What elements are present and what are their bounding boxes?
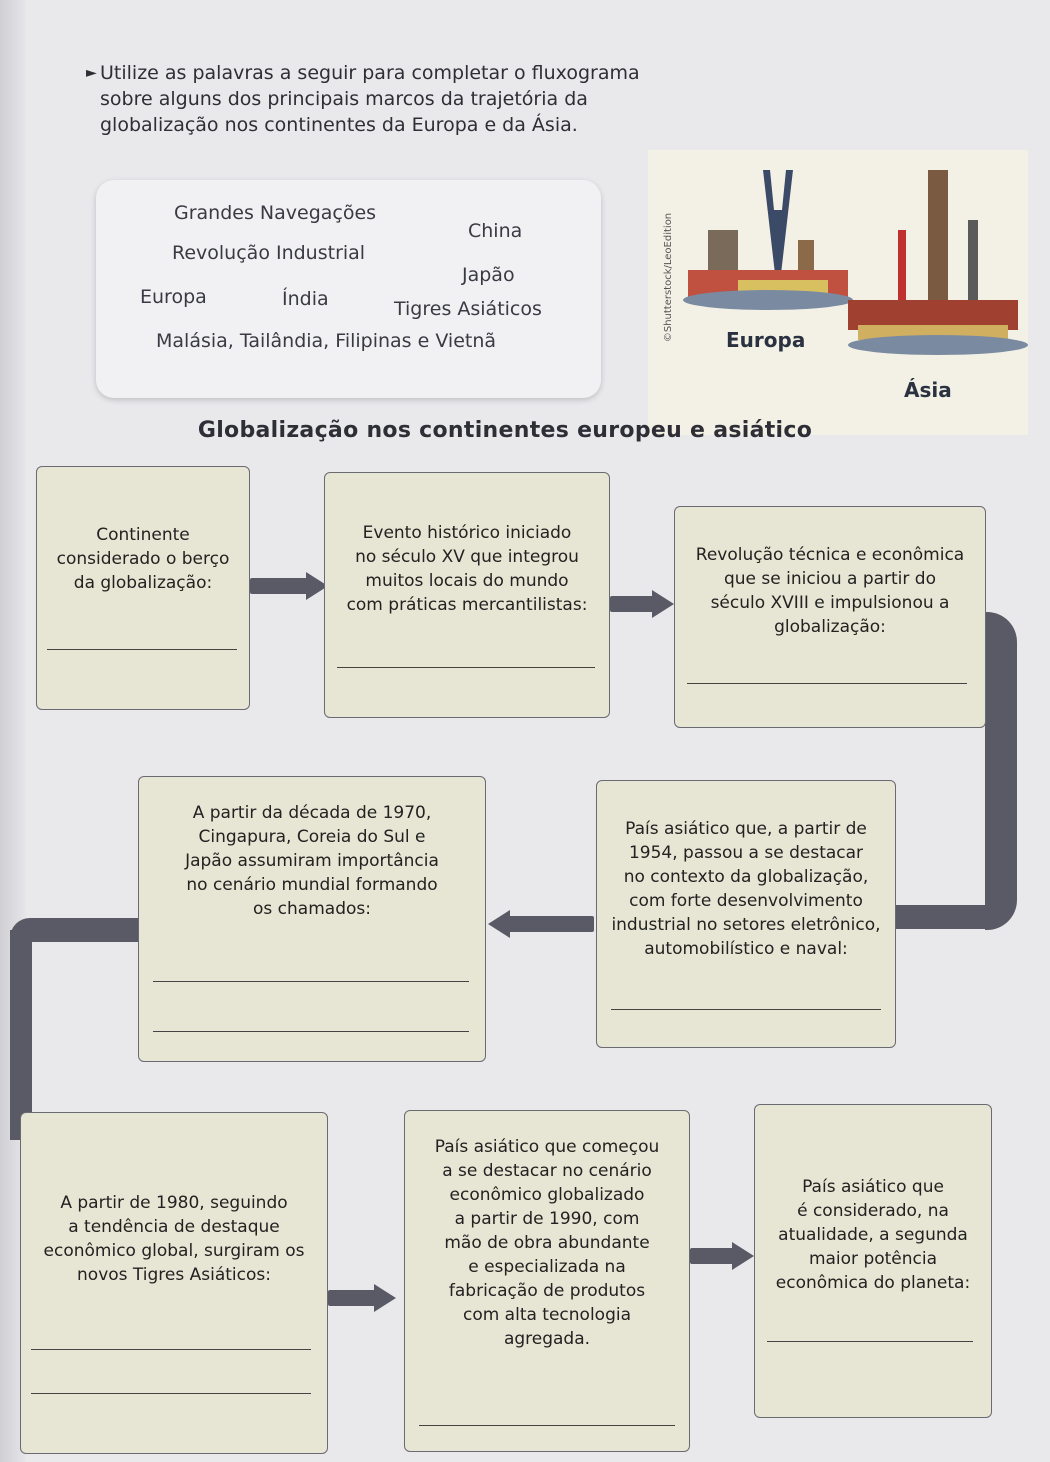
bullet-icon: ►	[86, 65, 97, 81]
flowchart-title: Globalização nos continentes europeu e a…	[197, 418, 813, 443]
europe-label: Europa	[726, 328, 806, 352]
flow-box-europa: Continente considerado o berço da global…	[36, 466, 250, 710]
word-malasia-tailandia-filipinas-vietna: Malásia, Tailândia, Filipinas e Vietnã	[156, 330, 497, 352]
flow-box-tigres-asiaticos: A partir da década de 1970, Cingapura, C…	[138, 776, 486, 1062]
word-japao: Japão	[462, 264, 515, 286]
word-tigres-asiaticos: Tigres Asiáticos	[394, 298, 542, 320]
box4-text: País asiático que, a partir de 1954, pas…	[611, 819, 881, 959]
flow-box-india: País asiático que começou a se destacar …	[404, 1110, 690, 1452]
box3-text: Revolução técnica e econômica que se ini…	[695, 545, 965, 637]
arrow-head	[374, 1284, 396, 1312]
word-revolucao-industrial: Revolução Industrial	[172, 242, 366, 264]
flow-box-grandes-navegacoes: Evento histórico iniciado no século XV q…	[324, 472, 610, 718]
landmarks-image	[648, 150, 1028, 435]
answer-blank[interactable]	[31, 1349, 311, 1350]
asia-label: Ásia	[904, 378, 952, 402]
connector-right	[985, 612, 1017, 930]
arrow-right	[690, 1248, 736, 1264]
answer-blank[interactable]	[31, 1393, 311, 1394]
box2-text: Evento histórico iniciado no século XV q…	[346, 523, 588, 615]
connector-left	[10, 930, 32, 1140]
answer-blank[interactable]	[687, 683, 967, 684]
arrow-right	[328, 1290, 378, 1306]
instructions-text: Utilize as palavras a seguir para comple…	[100, 62, 640, 136]
answer-blank[interactable]	[153, 1031, 469, 1032]
arrow-head	[732, 1242, 754, 1270]
image-credit: ©Shutterstock/LeoEdition	[663, 212, 675, 343]
flow-box-japao: País asiático que, a partir de 1954, pas…	[596, 780, 896, 1048]
connector-right-bottom	[896, 905, 1006, 929]
answer-blank[interactable]	[337, 667, 595, 668]
answer-blank[interactable]	[611, 1009, 881, 1010]
arrow-head	[652, 590, 674, 618]
box8-text: País asiático que é considerado, na atua…	[775, 1177, 971, 1293]
word-india: Índia	[282, 288, 329, 310]
word-europa: Europa	[140, 286, 207, 308]
answer-blank[interactable]	[47, 649, 237, 650]
flow-box-novos-tigres: A partir de 1980, seguindo a tendência d…	[20, 1112, 328, 1454]
arrow-head	[488, 910, 510, 938]
box1-text: Continente considerado o berço da global…	[56, 525, 230, 593]
box6-text: A partir de 1980, seguindo a tendência d…	[43, 1193, 305, 1285]
answer-blank[interactable]	[153, 981, 469, 982]
word-china: China	[468, 220, 523, 242]
arrow-left	[508, 916, 594, 932]
word-bank: Grandes Navegações China Revolução Indus…	[96, 180, 601, 398]
arrow-head	[306, 572, 328, 600]
box5-text: A partir da década de 1970, Cingapura, C…	[185, 803, 439, 919]
answer-blank[interactable]	[419, 1425, 675, 1426]
answer-blank[interactable]	[767, 1341, 973, 1342]
word-grandes-navegacoes: Grandes Navegações	[174, 202, 377, 224]
arrow-right	[250, 578, 310, 594]
flow-box-china: País asiático que é considerado, na atua…	[754, 1104, 992, 1418]
instructions: ► Utilize as palavras a seguir para comp…	[86, 60, 660, 138]
europe-asia-illustration: Europa Ásia ©Shutterstock/LeoEdition	[648, 150, 1028, 435]
flow-box-revolucao-industrial: Revolução técnica e econômica que se ini…	[674, 506, 986, 728]
box7-text: País asiático que começou a se destacar …	[434, 1137, 660, 1349]
arrow-right	[610, 596, 656, 612]
